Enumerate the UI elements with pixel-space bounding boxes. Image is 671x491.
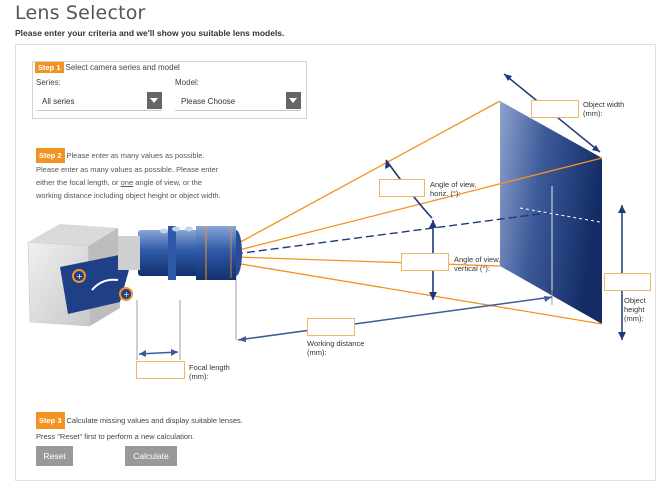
angle-horiz-input[interactable] [379, 179, 425, 197]
step3-line1: Calculate missing values and display sui… [66, 416, 243, 425]
camera-body: + + [27, 224, 134, 327]
view-frustum-lines [234, 100, 603, 325]
angle-vert-label-1: Angle of view, [454, 255, 501, 264]
step2-line3-underline: one [120, 178, 134, 187]
svg-text:+: + [123, 290, 130, 299]
model-select-value: Please Choose [181, 97, 236, 106]
object-height-label-3: (mm): [624, 314, 644, 323]
step1-text: Select camera series and model [65, 63, 180, 72]
step3-line2: Press "Reset" first to perform a new cal… [36, 432, 195, 441]
object-width-label-1: Object width [583, 100, 625, 109]
chevron-down-icon[interactable] [286, 92, 301, 109]
working-distance-label-2: (mm): [307, 348, 327, 357]
optical-axis [234, 211, 556, 255]
focal-length-label-2: (mm): [189, 372, 209, 381]
svg-text:+: + [76, 272, 83, 281]
working-distance-label-1: Working distance [307, 339, 365, 348]
angle-horiz-label-2: horiz. (°): [430, 189, 461, 198]
focal-length-label: Focal length (mm): [189, 363, 230, 381]
object-height-input[interactable] [604, 273, 651, 291]
calculate-button[interactable]: Calculate [125, 446, 177, 466]
angle-vert-label: Angle of view, vertical (°): [454, 255, 500, 273]
model-label: Model: [175, 78, 200, 87]
step2-line3: either the focal length, or one angle of… [36, 176, 236, 189]
step2-line1: Please enter as many values as possible. [66, 151, 205, 160]
object-height-label-1: Object [624, 296, 646, 305]
object-height-label: Object height (mm): [624, 296, 646, 323]
reset-button[interactable]: Reset [36, 446, 73, 466]
step3-badge: Step 3 [36, 412, 65, 429]
angle-vert-input[interactable] [401, 253, 449, 271]
focal-length-input[interactable] [136, 361, 185, 379]
object-width-label: Object width (mm): [583, 100, 624, 118]
object-width-label-2: (mm): [583, 109, 603, 118]
working-distance-label: Working distance (mm): [307, 339, 364, 357]
object-height-label-2: height [624, 305, 645, 314]
step2-line3-b: angle of view, or the [133, 178, 202, 187]
step2-badge: Step 2 [36, 148, 65, 163]
step2-line3-a: either the focal length, or [36, 178, 121, 187]
series-select-value: All series [42, 97, 75, 106]
angle-horiz-label: Angle of view, horiz. (°): [430, 180, 476, 198]
page-title: Lens Selector [15, 2, 146, 24]
step2-line4: working distance including object height… [36, 191, 221, 200]
angle-vert-label-2: vertical (°): [454, 264, 490, 273]
model-select[interactable]: Please Choose [175, 91, 301, 111]
chevron-down-icon[interactable] [147, 92, 162, 109]
object-width-input[interactable] [531, 100, 579, 118]
angle-horiz-label-1: Angle of view, [430, 180, 477, 189]
page-subtitle: Please enter your criteria and we'll sho… [15, 28, 285, 38]
series-select[interactable]: All series [36, 91, 162, 111]
working-distance-arrow [237, 296, 553, 341]
working-distance-input[interactable] [307, 318, 355, 336]
step2-line2: Please enter as many values as possible.… [36, 165, 219, 174]
focal-length-label-1: Focal length [189, 363, 230, 372]
lens-barrel [118, 226, 242, 280]
series-label: Series: [36, 78, 61, 87]
step1-badge: Step 1 [35, 62, 64, 73]
